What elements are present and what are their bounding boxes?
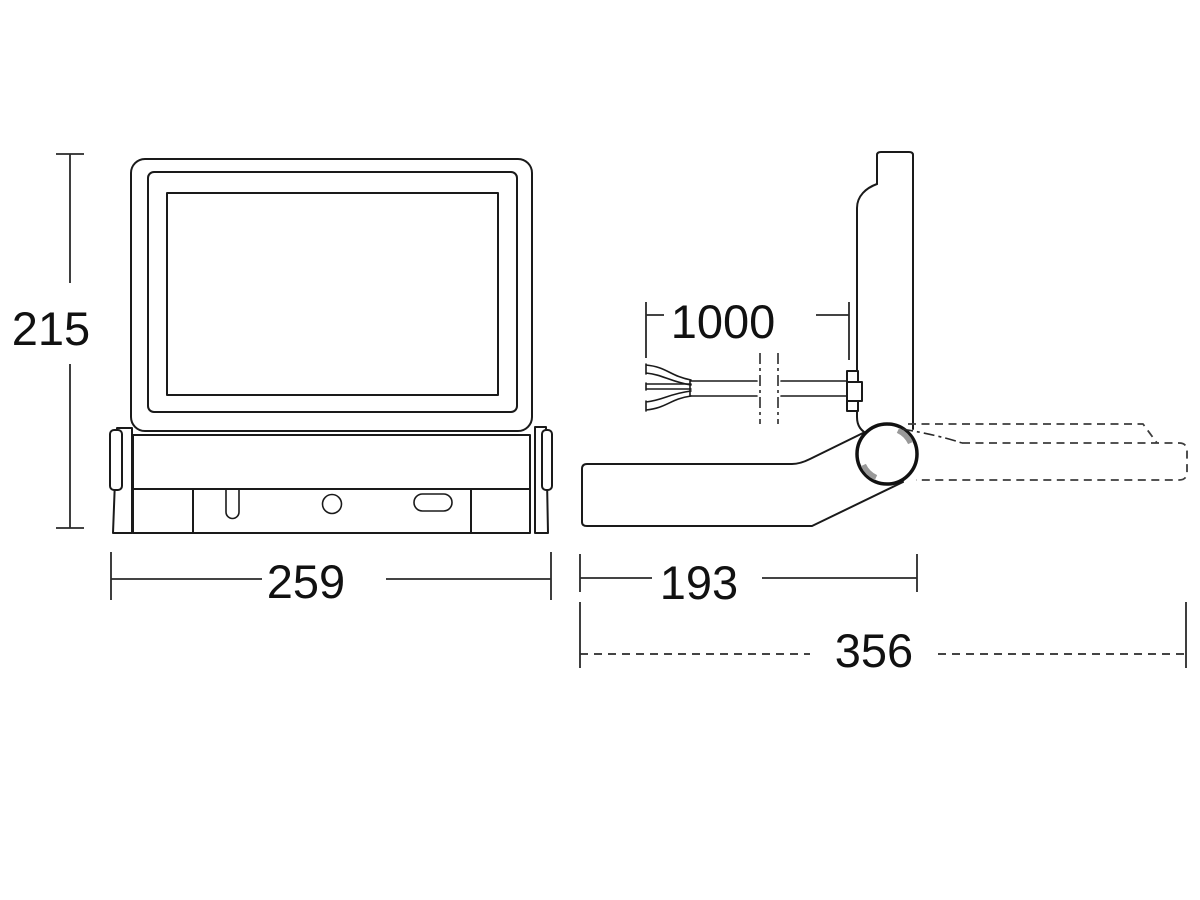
alt-position-foot-outline bbox=[916, 442, 1188, 481]
front-bracket-hole bbox=[321, 493, 343, 515]
front-bracket-pill-opening bbox=[413, 493, 453, 512]
dimension-depth-lines bbox=[579, 554, 918, 592]
dimension-width-lines bbox=[110, 552, 552, 600]
front-bracket-upper-band bbox=[132, 434, 531, 490]
front-right-clamp-tab bbox=[541, 429, 553, 491]
front-inner-frame bbox=[147, 171, 518, 413]
side-back-plate bbox=[876, 151, 914, 430]
dimension-height: 215 bbox=[12, 153, 90, 529]
mains-cable bbox=[645, 353, 863, 424]
dimension-cable-label: 1000 bbox=[671, 295, 776, 348]
front-view-drawing bbox=[109, 158, 553, 534]
hinge-shading-lower bbox=[860, 463, 878, 481]
dimension-width: 259 bbox=[110, 552, 552, 608]
dimension-depth: 193 bbox=[579, 554, 918, 609]
dimension-overall-depth: 356 bbox=[579, 602, 1187, 677]
dimension-overall-depth-ticks bbox=[579, 602, 1187, 668]
cable-break-marks bbox=[759, 353, 779, 424]
dimension-cable-lines bbox=[645, 302, 850, 360]
side-view-drawing bbox=[581, 151, 1188, 527]
side-front-profile bbox=[856, 183, 878, 436]
dimension-height-lines bbox=[56, 153, 84, 529]
front-body-outline bbox=[130, 158, 533, 432]
alt-position-transition bbox=[901, 428, 963, 444]
front-left-clamp-tab bbox=[109, 429, 123, 491]
hinge-shading-upper bbox=[896, 427, 914, 445]
alt-position-outer-edge bbox=[908, 423, 1158, 444]
dimension-annotations: 215 259 1000 193 356 bbox=[12, 153, 1187, 677]
cable-wire-middle bbox=[645, 382, 692, 391]
cable-body bbox=[689, 380, 849, 397]
dimension-width-label: 259 bbox=[267, 555, 345, 608]
dimension-overall-depth-label: 356 bbox=[835, 624, 913, 677]
front-bracket-slot bbox=[225, 488, 240, 520]
cable-wire-bottom bbox=[645, 390, 692, 412]
cable-wire-top bbox=[645, 363, 692, 386]
dimension-height-label: 215 bbox=[12, 302, 90, 355]
dimension-depth-label: 193 bbox=[660, 556, 738, 609]
front-glass-panel bbox=[166, 192, 499, 396]
cable-gland-nut bbox=[846, 381, 863, 402]
hinge-pivot bbox=[855, 422, 919, 486]
bracket-alternate-position-dashed bbox=[901, 423, 1188, 481]
dimension-cable-length: 1000 bbox=[645, 295, 850, 360]
side-bracket-arm bbox=[581, 432, 904, 527]
